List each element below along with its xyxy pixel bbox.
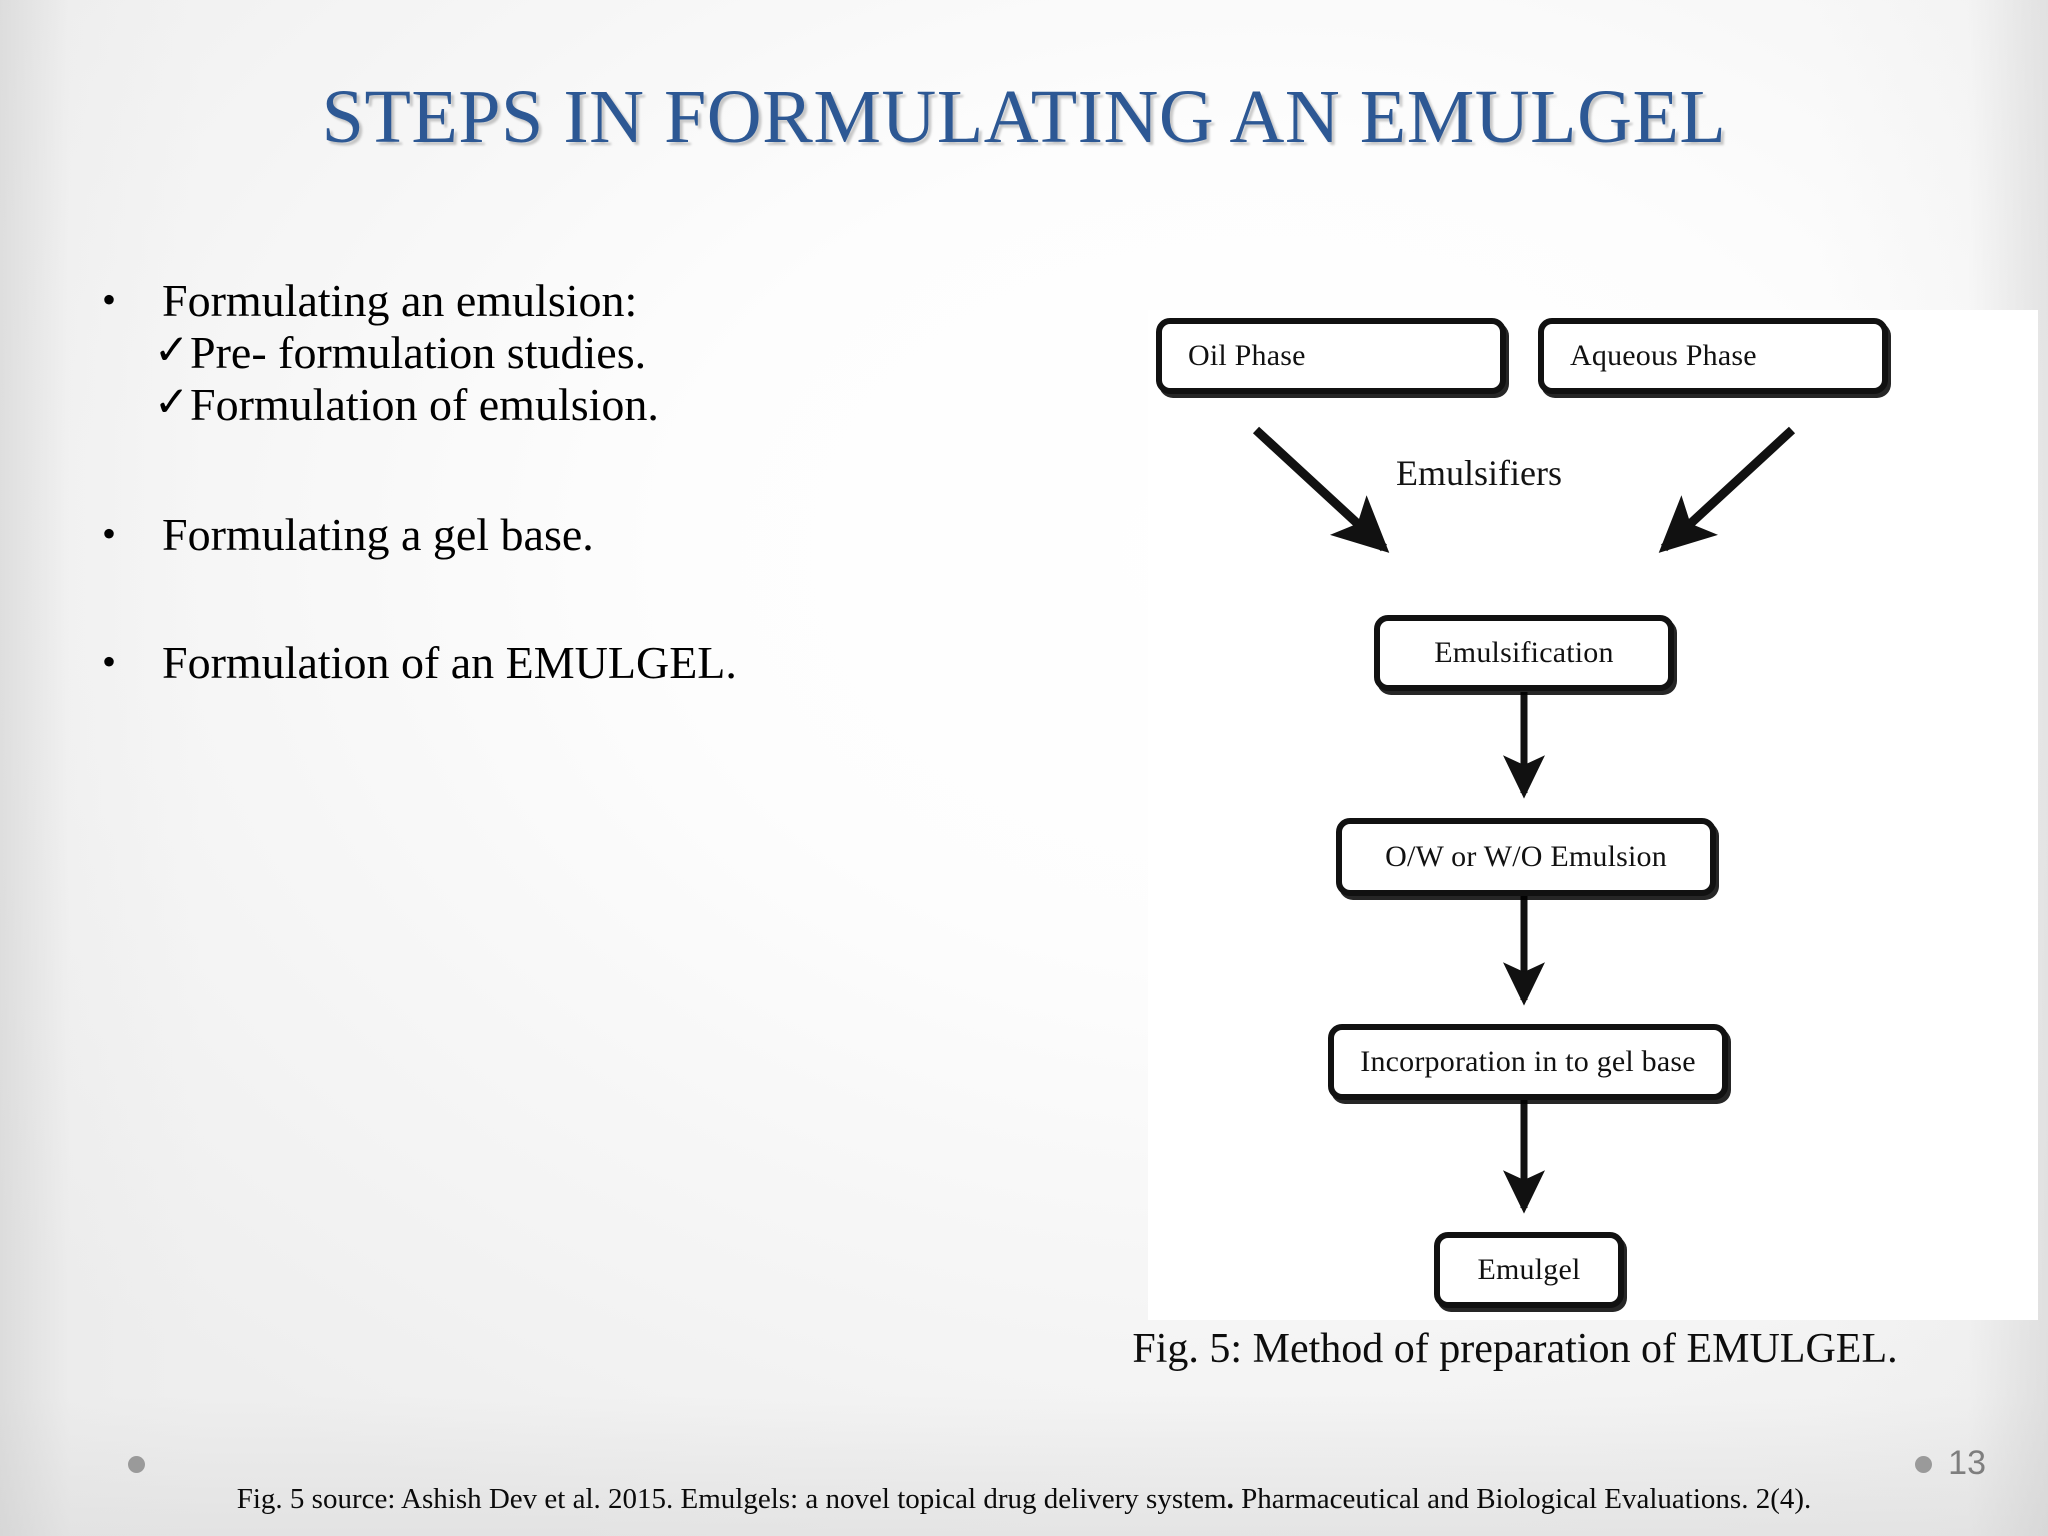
list-item: • Formulating a gel base. (96, 512, 886, 558)
bullet-list: • Formulating an emulsion: ✓ Pre- formul… (96, 278, 886, 692)
flowchart-figure: Oil Phase Aqueous Phase Emulsifiers Emul… (1148, 310, 2038, 1320)
check-icon: ✓ (154, 328, 190, 374)
source-note-separator: . (1226, 1483, 1234, 1515)
flow-node-emulsion: O/W or W/O Emulsion (1336, 818, 1716, 896)
check-icon: ✓ (154, 380, 190, 426)
page-title: STEPS IN FORMULATING AN EMULGEL (321, 75, 1727, 159)
arrow-aqueous-to-emulsification (1658, 426, 1796, 553)
page-number-dot-icon (1915, 1456, 1932, 1473)
source-note-suffix: Pharmaceutical and Biological Evaluation… (1233, 1483, 1812, 1515)
flow-label-emulsifiers: Emulsifiers (1396, 453, 1562, 493)
list-item: ✓ Formulation of emulsion. (154, 382, 886, 428)
flow-node-emulgel: Emulgel (1434, 1232, 1624, 1308)
footer-left-dot-icon (128, 1456, 145, 1473)
flowchart-arrows (1252, 426, 1796, 1214)
page-number: 13 (1948, 1444, 1986, 1482)
figure-caption: Fig. 5: Method of preparation of EMULGEL… (1132, 1326, 1898, 1372)
bullet-dot-icon: • (102, 639, 117, 684)
list-item-label: Formulating an emulsion: (162, 275, 638, 326)
bullet-dot-icon: • (102, 511, 117, 556)
list-item-label: Formulation of an EMULGEL. (162, 637, 737, 688)
figure-panel-background (1148, 310, 2038, 1320)
flow-node-incorporation: Incorporation in to gel base (1328, 1024, 1728, 1100)
list-item-label: Formulating a gel base. (162, 509, 594, 560)
list-item-label: Formulation of emulsion. (190, 379, 659, 430)
flow-node-oil-phase: Oil Phase (1156, 318, 1506, 394)
arrow-oil-to-emulsification (1252, 426, 1390, 553)
list-item: ✓ Pre- formulation studies. (154, 330, 886, 376)
list-spacer (96, 564, 886, 640)
flow-node-aqueous-phase: Aqueous Phase (1538, 318, 1888, 394)
flow-node-emulsification: Emulsification (1374, 615, 1674, 691)
source-note-prefix: Fig. 5 source: Ashish Dev et al. 2015. E… (236, 1483, 1227, 1515)
list-spacer (96, 434, 886, 512)
bullet-dot-icon: • (102, 277, 117, 322)
list-item-label: Pre- formulation studies. (190, 327, 647, 378)
list-item: • Formulation of an EMULGEL. (96, 640, 886, 686)
list-item: • Formulating an emulsion: (96, 278, 886, 324)
source-note: Fig. 5 source: Ashish Dev et al. 2015. E… (0, 1483, 2048, 1516)
